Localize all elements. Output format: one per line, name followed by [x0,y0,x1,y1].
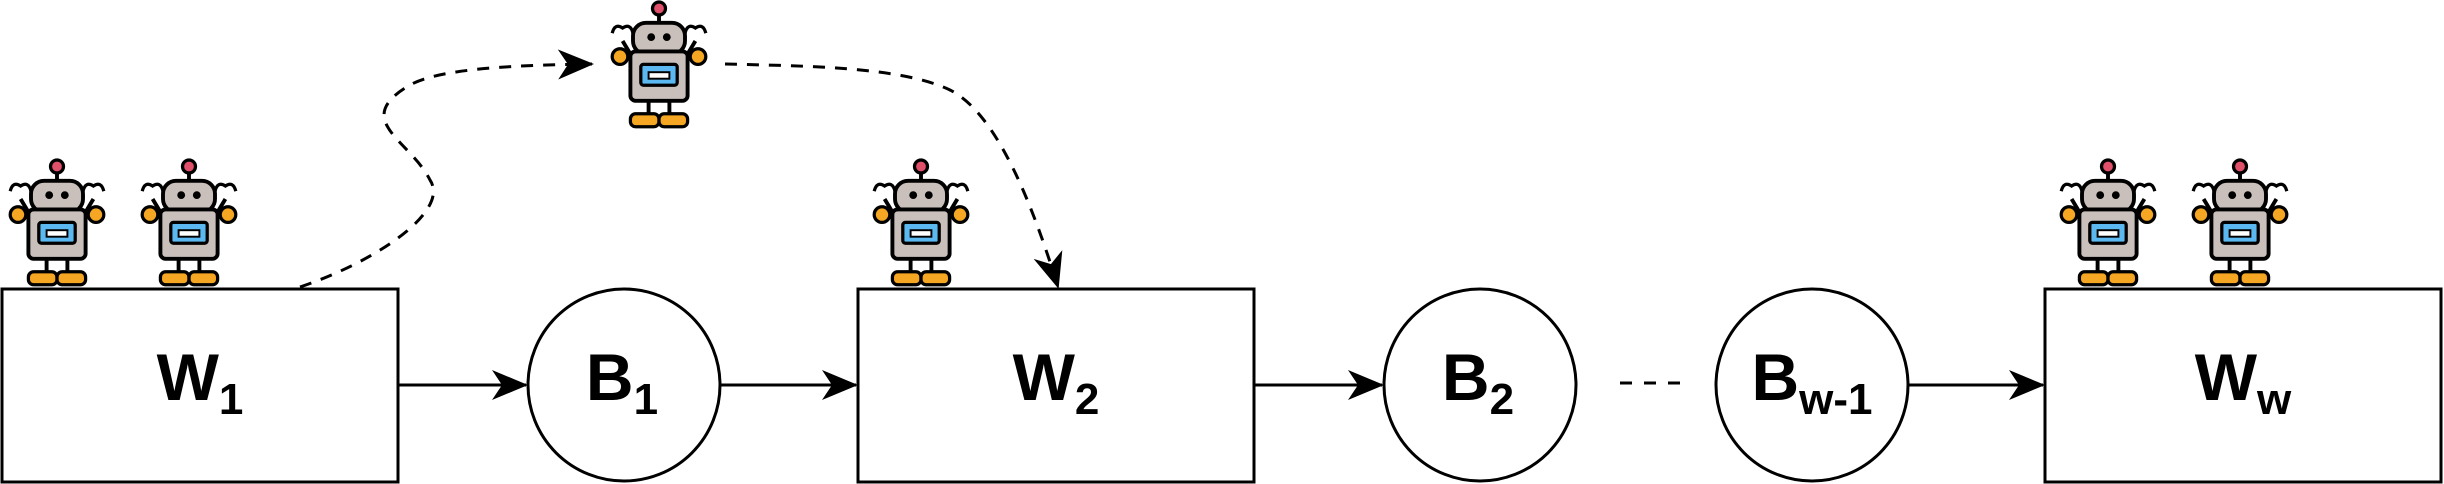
buffer-bw-1: Bw-1 [1714,287,1910,483]
robot-icon [8,158,106,287]
svg-text:B1: B1 [586,340,658,424]
buffer-label: B [1751,340,1799,414]
buffer-subscript: 2 [1490,375,1514,424]
robot-icon [2191,158,2289,287]
workstation-subscript: 1 [219,375,243,424]
buffer-label: B [586,340,634,414]
workstation-ww: Ww [2043,287,2443,484]
svg-text:W2: W2 [1013,340,1100,424]
robot-icon [610,0,708,129]
buffer-subscript: 1 [634,375,658,424]
svg-text:W1: W1 [157,340,244,424]
robot-transfer-path [724,62,1063,289]
svg-text:Ww: Ww [2195,340,2292,424]
robot-icon [872,158,970,287]
workstation-label: W [1013,340,1076,414]
workstation-label: W [157,340,220,414]
workstation-label: W [2195,340,2258,414]
svg-text:B2: B2 [1442,340,1514,424]
buffer-subscript: w-1 [1798,375,1872,424]
workstation-w2: W2 [856,287,1256,484]
robot-icon [2059,158,2157,287]
buffer-label: B [1442,340,1490,414]
buffer-b1: B1 [526,287,722,483]
robot-icon [140,158,238,287]
svg-text:Bw-1: Bw-1 [1751,340,1872,424]
robot-transfer-path [299,49,594,289]
workstation-subscript: w [2256,375,2292,424]
workstation-w1: W1 [0,287,400,484]
workstation-subscript: 2 [1075,375,1099,424]
buffer-b2: B2 [1382,287,1578,483]
